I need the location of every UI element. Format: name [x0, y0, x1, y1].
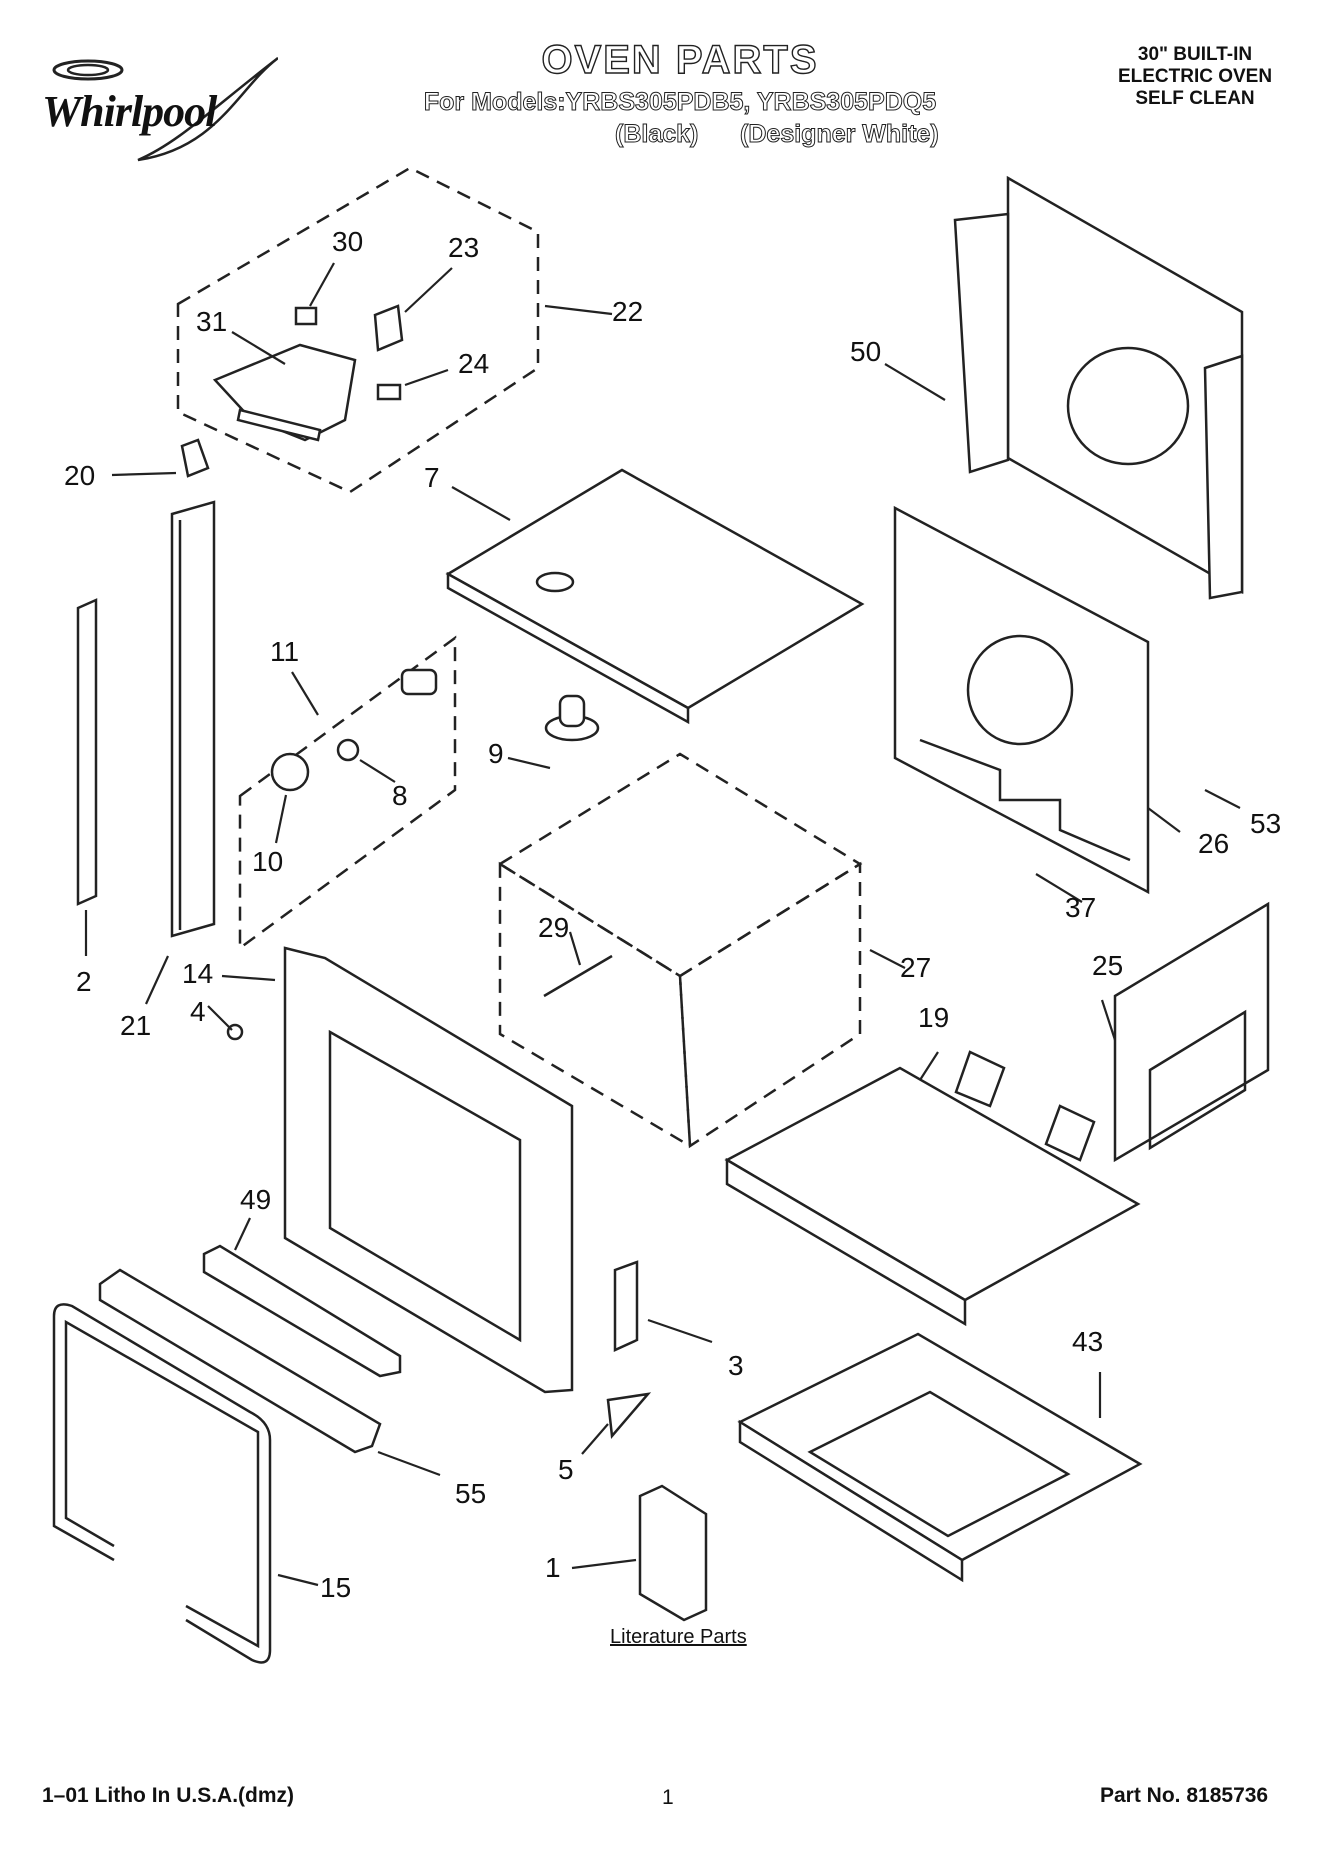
heat-shield-19-tab-1	[954, 1050, 1006, 1108]
door-gasket-15	[52, 1303, 272, 1664]
top-panel-vent-hole	[535, 571, 575, 593]
control-assembly-outline	[176, 166, 540, 494]
page-title: OVEN PARTS	[541, 37, 819, 82]
callout-50: 50	[850, 336, 882, 367]
callout-31: 31	[196, 306, 228, 337]
callout-7: 7	[424, 462, 440, 493]
knob-10	[270, 752, 310, 792]
heat-shield-19-edge	[725, 1157, 967, 1327]
callout-15: 15	[320, 1572, 352, 1603]
trim-49	[202, 1244, 402, 1378]
callout-53: 53	[1250, 808, 1282, 839]
footer-litho: 1–01 Litho In U.S.A.(dmz)	[42, 1784, 295, 1807]
switch-30	[294, 306, 318, 326]
heat-shield-19-tab-2	[1044, 1104, 1096, 1162]
model-variants: (Black) (Designer White)	[615, 120, 940, 149]
connector-24	[376, 383, 402, 401]
bottom-tray-43-edge	[738, 1419, 964, 1583]
trim-strip-2	[76, 598, 98, 906]
back-panel-rail	[919, 738, 1131, 862]
oven-top-panel-edge	[446, 571, 690, 725]
oven-cavity-front	[498, 861, 692, 1149]
side-panel-25-inner	[1148, 1009, 1247, 1151]
bracket-20	[180, 438, 210, 478]
logo-swirl-icon	[52, 57, 279, 162]
oven-cavity-side	[678, 861, 862, 1149]
model-numbers: For Models:YRBS305PDB5, YRBS305PDQ5	[423, 88, 937, 117]
callout-24: 24	[458, 348, 490, 379]
rear-panel-fan-opening	[1066, 346, 1190, 466]
callout-30: 30	[332, 226, 364, 257]
rear-panel-right-flange	[1203, 354, 1244, 600]
callout-26: 26	[1198, 828, 1230, 859]
door-gasket-15-inner	[64, 1319, 260, 1649]
callout-20: 20	[64, 460, 96, 491]
oven-type-line-3: SELF CLEAN	[1135, 88, 1255, 109]
callout-9: 9	[488, 738, 504, 769]
callout-14: 14	[182, 958, 214, 989]
callout-23: 23	[448, 232, 480, 263]
oven-type-line-2: ELECTRIC OVEN	[1117, 66, 1273, 87]
footer-page-number: 1	[662, 1786, 674, 1809]
side-panel-25	[1113, 901, 1270, 1163]
callout-49: 49	[240, 1184, 272, 1215]
callout-22: 22	[612, 296, 644, 327]
lamp-socket	[400, 668, 438, 696]
literature-packet	[638, 1484, 708, 1622]
callout-21: 21	[120, 1010, 152, 1041]
heat-shield-19	[724, 1066, 1141, 1302]
oven-type-block: 30" BUILT-IN ELECTRIC OVEN SELF CLEAN	[1085, 44, 1305, 110]
leader-arrows	[84, 262, 1241, 1587]
knob-group-outline	[238, 635, 457, 951]
callout-4: 4	[190, 996, 206, 1027]
control-bracket-lip	[236, 408, 322, 442]
bracket-3	[613, 1260, 639, 1352]
callout-2: 2	[76, 966, 92, 997]
relay-23	[373, 304, 404, 352]
front-frame-opening	[328, 1029, 522, 1343]
rear-panel-left-flange	[953, 212, 1010, 474]
knob-8	[336, 738, 360, 762]
broil-element-rod-29	[543, 954, 613, 998]
footer-part-number: Part No. 8185736	[1100, 1784, 1269, 1807]
convection-fan-guard	[966, 634, 1074, 746]
literature-parts-label: Literature Parts	[610, 1626, 747, 1648]
oven-top-panel	[445, 468, 865, 710]
logo-text: Whirlpool	[42, 87, 217, 136]
callout-5: 5	[558, 1454, 574, 1485]
callout-10: 10	[252, 846, 284, 877]
bottom-tray-43-inner	[807, 1390, 1071, 1538]
sensor-9-cap	[558, 694, 586, 728]
vent-trim-55	[98, 1268, 382, 1454]
callout-29: 29	[538, 912, 570, 943]
whirlpool-logo: Whirlpool	[28, 48, 279, 168]
bracket-5	[606, 1392, 652, 1439]
callout-55: 55	[455, 1478, 487, 1509]
oven-type-line-1: 30" BUILT-IN	[1137, 44, 1253, 65]
callout-37: 37	[1065, 892, 1097, 923]
callout-27: 27	[900, 952, 932, 983]
callout-1: 1	[545, 1552, 561, 1583]
callout-43: 43	[1072, 1326, 1104, 1357]
side-trim-21	[170, 500, 216, 938]
callout-3: 3	[728, 1350, 744, 1381]
callout-19: 19	[918, 1002, 950, 1033]
callout-11: 11	[270, 636, 300, 667]
callout-25: 25	[1092, 950, 1124, 981]
callout-8: 8	[392, 780, 408, 811]
